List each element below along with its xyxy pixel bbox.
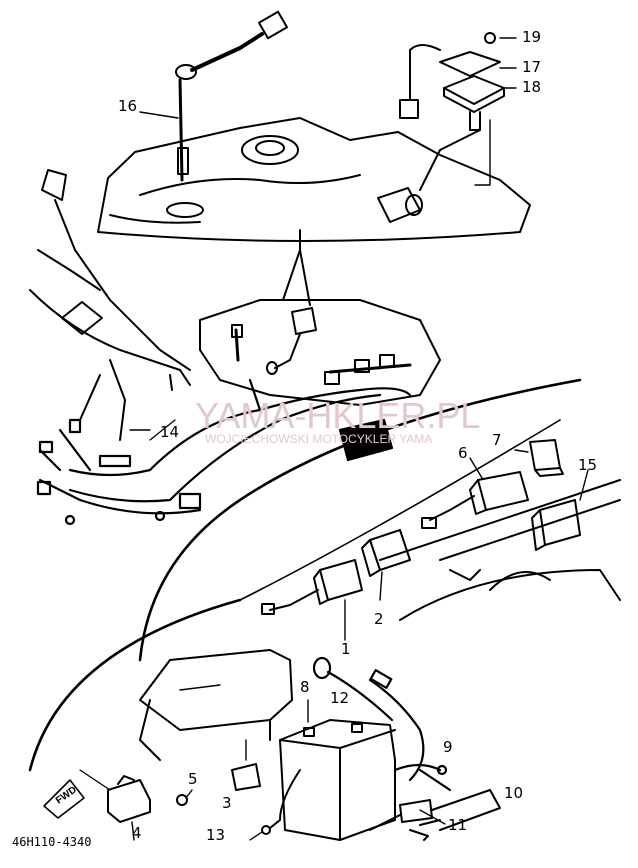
callout-10: 10 xyxy=(504,784,524,802)
callout-3: 3 xyxy=(222,794,232,812)
body-curves xyxy=(28,378,621,772)
part-1 xyxy=(261,559,363,641)
battery-8 xyxy=(261,699,396,841)
callout-16: 16 xyxy=(118,97,138,115)
callout-2: 2 xyxy=(374,610,384,628)
leader-lines xyxy=(79,419,446,841)
callout-11: 11 xyxy=(448,816,468,834)
callout-13: 13 xyxy=(206,826,226,844)
part-15 xyxy=(531,469,589,551)
callout-15: 15 xyxy=(578,456,598,474)
watermark-sub: WOJCIECHOWSKI MOTOCYKLER YAMA xyxy=(205,432,433,446)
fuel-tank-inset xyxy=(97,117,531,306)
cable-12 xyxy=(312,656,425,782)
callout-14: 14 xyxy=(160,423,180,441)
callout-17: 17 xyxy=(522,58,542,76)
callout-5: 5 xyxy=(188,770,198,788)
fuel-sender-16 xyxy=(139,10,289,182)
part-2 xyxy=(361,529,411,601)
part-4 xyxy=(107,775,151,841)
callout-12: 12 xyxy=(330,689,350,707)
watermark-main: YAMA-HKLER.PL xyxy=(195,395,481,436)
callout-19: 19 xyxy=(522,28,542,46)
part-5 xyxy=(176,789,193,806)
fwd-arrow xyxy=(43,779,85,819)
part-6-relay xyxy=(421,457,529,529)
fuse-10-11 xyxy=(369,789,501,841)
part-7 xyxy=(514,439,564,477)
callout-9: 9 xyxy=(443,738,453,756)
fuel-gauge-17-18 xyxy=(377,32,517,223)
cable-9 xyxy=(393,763,452,792)
lower-cover xyxy=(139,649,293,761)
part-3 xyxy=(231,739,261,791)
wire-harness-14 xyxy=(36,378,412,526)
airbox-section xyxy=(199,299,441,406)
callout-4: 4 xyxy=(132,824,142,842)
callout-18: 18 xyxy=(522,78,542,96)
frame-section xyxy=(29,169,191,441)
callout-8: 8 xyxy=(300,678,310,696)
callout-1: 1 xyxy=(341,640,351,658)
callout-6: 6 xyxy=(458,444,468,462)
callout-7: 7 xyxy=(492,431,502,449)
diagram-part-number: 46H110-4340 xyxy=(12,835,92,849)
